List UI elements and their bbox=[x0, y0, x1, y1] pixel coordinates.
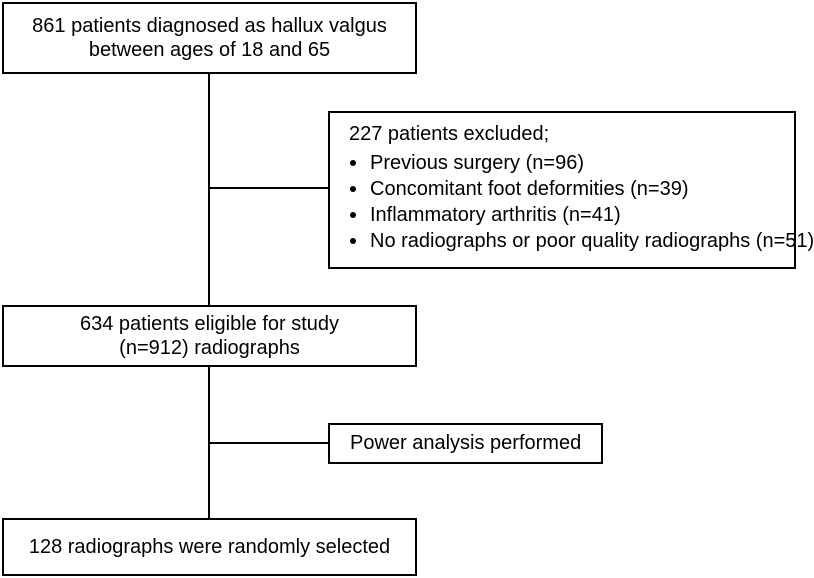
selected-box: 128 radiographs were randomly selected bbox=[2, 518, 417, 576]
eligible-line-2: (n=912) radiographs bbox=[119, 337, 300, 359]
power-analysis-label: Power analysis performed bbox=[350, 432, 582, 454]
exclusion-list: Previous surgery (n=96) Concomitant foot… bbox=[349, 150, 814, 254]
exclusion-item-foot-deformities: Concomitant foot deformities (n=39) bbox=[349, 176, 794, 202]
excluded-box: 227 patients excluded; Previous surgery … bbox=[328, 111, 814, 269]
excluded-heading: 227 patients excluded; bbox=[349, 123, 550, 145]
selected-label: 128 radiographs were randomly selected bbox=[28, 536, 391, 558]
eligible-line-1: 634 patients eligible for study bbox=[79, 313, 340, 335]
start-box: 861 patients diagnosed as hallux valgus … bbox=[2, 2, 417, 74]
eligible-box: 634 patients eligible for study (n=912) … bbox=[2, 305, 417, 367]
exclusion-item-previous-surgery: Previous surgery (n=96) bbox=[349, 150, 794, 176]
start-line-1: 861 patients diagnosed as hallux valgus bbox=[32, 15, 387, 37]
exclusion-item-no-radiographs: No radiographs or poor quality radiograp… bbox=[349, 228, 814, 254]
power-analysis-box: Power analysis performed bbox=[328, 423, 603, 464]
exclusion-item-inflammatory-arthritis: Inflammatory arthritis (n=41) bbox=[349, 202, 794, 228]
start-line-2: between ages of 18 and 65 bbox=[88, 39, 331, 61]
